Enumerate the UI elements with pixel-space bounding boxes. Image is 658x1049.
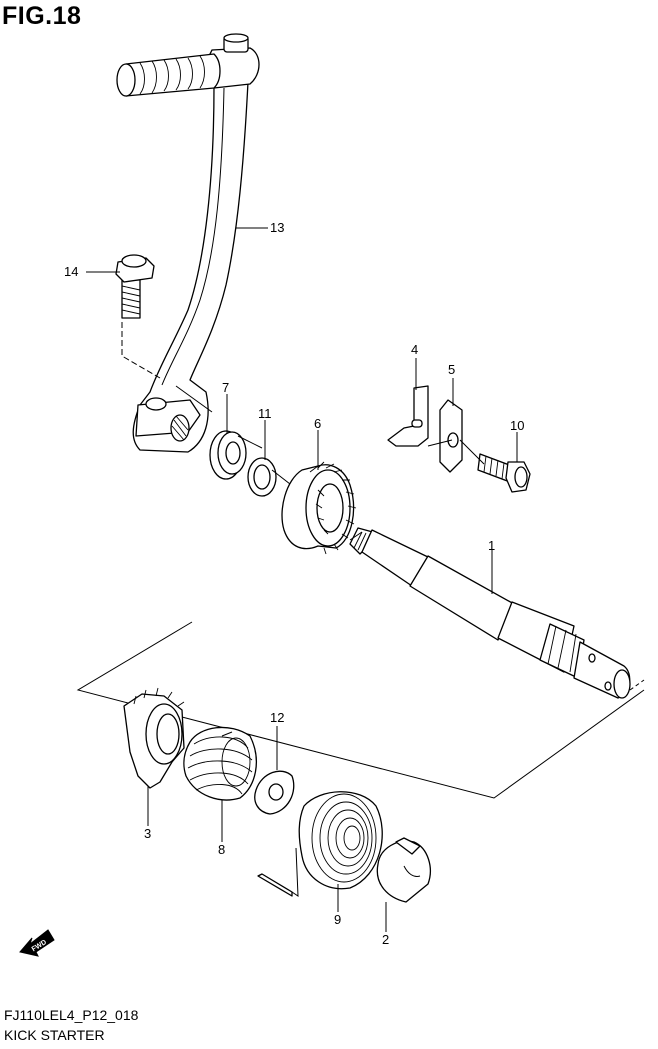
part-label-1: 1 bbox=[488, 538, 495, 553]
part-label-7: 7 bbox=[222, 380, 229, 395]
stopper-part-3 bbox=[123, 687, 185, 789]
collar-part-2 bbox=[376, 837, 431, 903]
fwd-arrow-icon: FWD bbox=[19, 929, 55, 957]
leader-lines bbox=[86, 227, 518, 932]
return-spring-part-9 bbox=[257, 791, 383, 897]
kick-lever-part-13 bbox=[116, 33, 260, 453]
part-label-3: 3 bbox=[144, 826, 151, 841]
bolt-part-10 bbox=[477, 453, 531, 493]
part-label-14: 14 bbox=[64, 264, 78, 279]
guide-plate-part-4 bbox=[387, 385, 429, 447]
washer-part-12 bbox=[254, 770, 295, 815]
part-label-8: 8 bbox=[218, 842, 225, 857]
drawing-code: FJ110LEL4_P12_018 bbox=[4, 1007, 139, 1023]
part-label-6: 6 bbox=[314, 416, 321, 431]
part-label-9: 9 bbox=[334, 912, 341, 927]
part-label-13: 13 bbox=[270, 220, 284, 235]
spring-part-8 bbox=[183, 726, 257, 801]
assembly-outline bbox=[76, 621, 645, 799]
washer-part-11 bbox=[247, 457, 277, 497]
figure-caption: KICK STARTER bbox=[4, 1027, 105, 1043]
part-label-2: 2 bbox=[382, 932, 389, 947]
oil-seal-part-7 bbox=[209, 430, 247, 480]
bolt-part-14 bbox=[115, 254, 161, 379]
kick-gear-part-6 bbox=[281, 461, 357, 555]
part-label-10: 10 bbox=[510, 418, 524, 433]
part-label-12: 12 bbox=[270, 710, 284, 725]
part-label-5: 5 bbox=[448, 362, 455, 377]
plate-part-5 bbox=[439, 399, 463, 473]
figure-title: FIG.18 bbox=[2, 2, 82, 30]
kick-shaft-part-1 bbox=[349, 527, 631, 699]
part-label-11: 11 bbox=[258, 406, 272, 421]
part-label-4: 4 bbox=[411, 342, 418, 357]
